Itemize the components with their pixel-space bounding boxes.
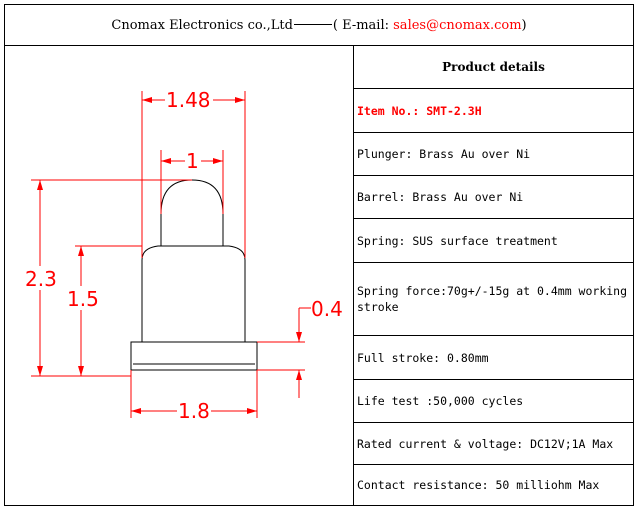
technical-drawing: 1.48 1 2.3 1.5 0.4 1.8 — [5, 46, 354, 505]
spec-sheet: Cnomax Electronics co.,Ltd ( E-mail: sal… — [4, 4, 634, 506]
company-name: Cnomax Electronics co.,Ltd — [111, 17, 293, 33]
table-row: Life test :50,000 cycles — [354, 380, 633, 423]
table-row: Plunger: Brass Au over Ni — [354, 133, 633, 176]
header-separator — [293, 23, 332, 25]
table-row: Contact resistance: 50 milliohm Max — [357, 478, 600, 492]
table-row: Spring: SUS surface treatment — [354, 219, 633, 263]
dim-flange-width: 1.8 — [178, 399, 210, 423]
dim-flange-height: 0.4 — [311, 297, 343, 321]
dimension-labels: 1.48 1 2.3 1.5 0.4 1.8 — [25, 88, 343, 423]
email-address[interactable]: sales@cnomax.com — [393, 17, 522, 33]
header-bar: Cnomax Electronics co.,Ltd ( E-mail: sal… — [5, 5, 633, 46]
drawing-svg: 1.48 1 2.3 1.5 0.4 1.8 — [25, 88, 343, 423]
table-row: Rated current & voltage: DC12V;1A Max — [354, 423, 633, 465]
plunger-outline — [160, 179, 224, 246]
arrowheads — [37, 97, 302, 414]
dimension-lines — [31, 91, 311, 418]
item-number: Item No.: SMT-2.3H — [354, 89, 633, 133]
table-row: Barrel: Brass Au over Ni — [354, 176, 633, 219]
email-close: ) — [521, 17, 527, 33]
product-details-table: Product details Item No.: SMT-2.3H Plung… — [354, 46, 633, 505]
flange-outline — [130, 341, 258, 371]
barrel-outline — [141, 245, 246, 342]
dim-total-height: 2.3 — [25, 267, 57, 291]
dim-tip-width: 1 — [186, 149, 199, 173]
table-row: Spring force:70g+/-15g at 0.4mm working … — [354, 263, 633, 336]
table-title: Product details — [354, 46, 633, 89]
email-label: ( E-mail: — [332, 17, 389, 33]
dim-body-height: 1.5 — [67, 287, 99, 311]
dim-top-width: 1.48 — [166, 88, 211, 112]
table-row: Full stroke: 0.80mm — [354, 336, 633, 380]
